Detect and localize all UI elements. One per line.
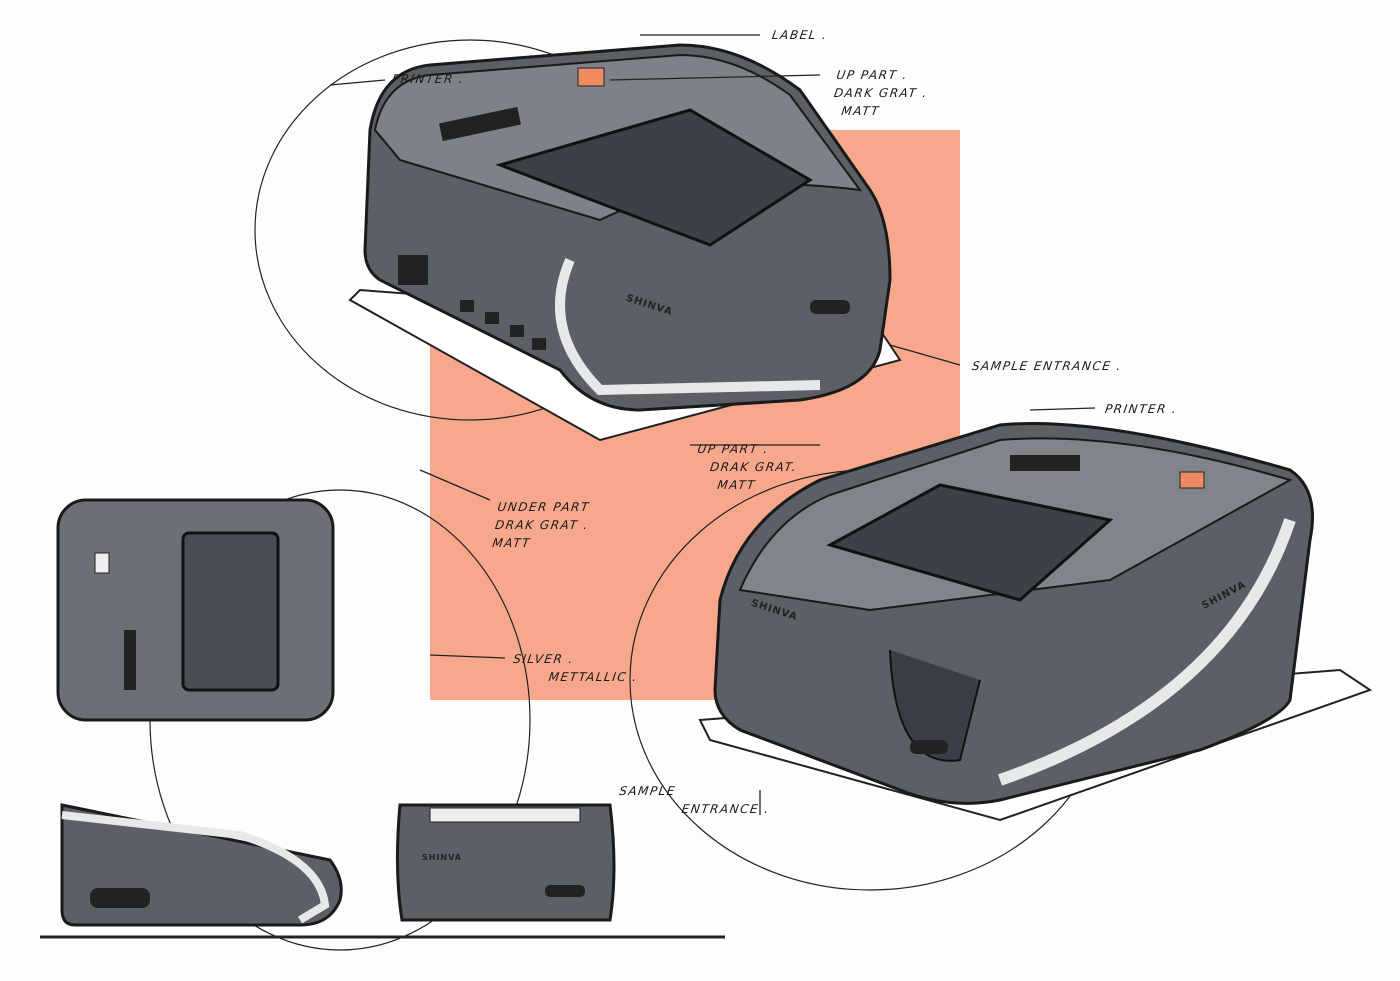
annotation-line: UNDER PART — [496, 500, 591, 514]
annotation-under-part: UNDER PART DRAK GRAT . MATT — [491, 498, 592, 552]
annotation-line: DRAK GRAT . — [494, 518, 590, 532]
annotation-line: SILVER . — [512, 652, 575, 666]
annotation-sample-entrance-top: SAMPLE ENTRANCE . — [971, 359, 1123, 373]
annotation-printer-right: PRINTER . — [1104, 402, 1179, 416]
annotation-line: MATT — [491, 536, 532, 550]
annotation-up-part-top: UP PART . DARK GRAT . MATT — [830, 66, 931, 120]
annotation-line: ENTRANCE . — [680, 802, 771, 816]
device-front-view — [56, 498, 335, 722]
annotation-up-part-mid: UP PART . DRAK GRAT. MATT — [691, 440, 801, 494]
annotation-line: DRAK GRAT. — [709, 460, 799, 474]
annotation-line: UP PART . — [835, 68, 909, 82]
device-side-view — [60, 803, 343, 927]
brand-mark-back-view: SHINVA — [422, 853, 462, 862]
device-perspective-secondary — [698, 421, 1373, 822]
annotation-printer-top: PRINTER . — [391, 72, 466, 86]
annotation-line: DARK GRAT . — [833, 86, 929, 100]
annotation-line: MATT — [840, 104, 881, 118]
annotation-label: LABEL . — [771, 28, 829, 42]
device-perspective-main — [348, 43, 902, 442]
annotation-silver: SILVER . METTALLIC . — [509, 650, 641, 686]
device-back-view — [395, 803, 616, 922]
annotation-line: MATT — [716, 478, 757, 492]
annotation-line: UP PART . — [696, 442, 770, 456]
annotation-line: METTALLIC . — [547, 670, 639, 684]
annotation-sample-entrance-bottom: SAMPLE ENTRANCE . — [615, 782, 773, 818]
annotation-line: SAMPLE — [618, 784, 677, 798]
